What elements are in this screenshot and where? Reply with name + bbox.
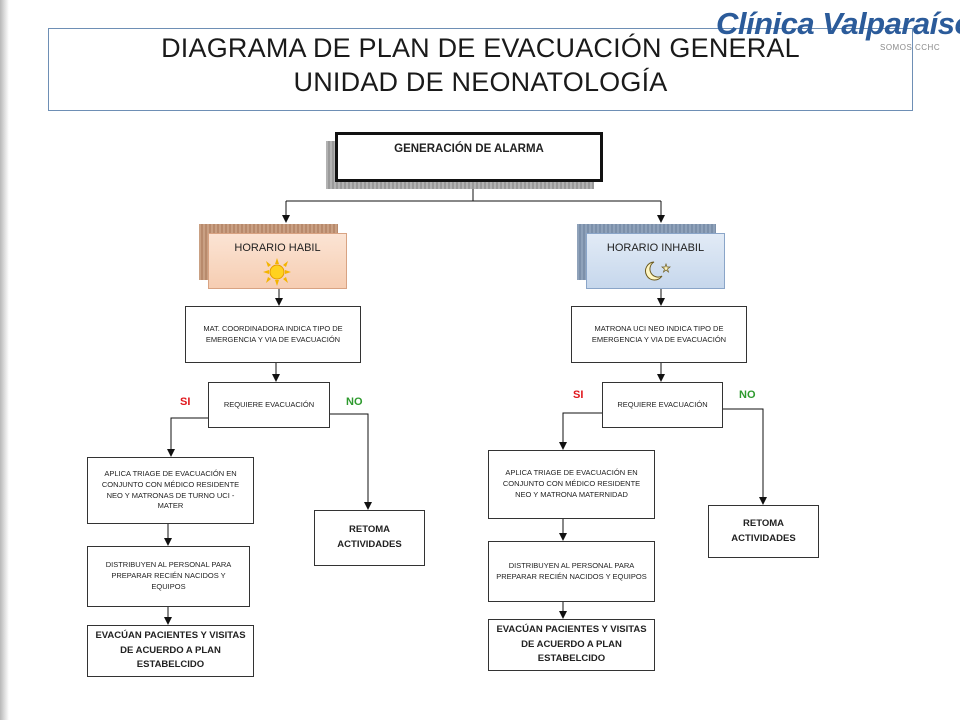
slide-edge-decoration bbox=[0, 0, 9, 720]
left-indicator-box: MAT. COORDINADORA INDICA TIPO DE EMERGEN… bbox=[185, 306, 361, 363]
left-distribute-box: DISTRIBUYEN AL PERSONAL PARA PREPARAR RE… bbox=[87, 546, 250, 607]
schedule-habil-label: HORARIO HABIL bbox=[234, 242, 321, 254]
right-no-label: NO bbox=[739, 389, 756, 401]
sun-icon bbox=[263, 258, 291, 286]
right-resume-box: RETOMA ACTIVIDADES bbox=[708, 505, 819, 558]
clinic-logo-subtext: SOMOS CCHC bbox=[880, 43, 941, 52]
right-evacuate-box: EVACÚAN PACIENTES Y VISITAS DE ACUERDO A… bbox=[488, 619, 655, 671]
arrow-yes-right bbox=[559, 412, 602, 450]
left-evacuate-box: EVACÚAN PACIENTES Y VISITAS DE ACUERDO A… bbox=[87, 625, 254, 677]
right-triage-box: APLICA TRIAGE DE EVACUACIÓN EN CONJUNTO … bbox=[488, 450, 655, 519]
left-question-box: REQUIERE EVACUACIÓN bbox=[208, 382, 330, 428]
right-yes-label: SI bbox=[573, 389, 584, 401]
page-title-line2: UNIDAD DE NEONATOLOGÍA bbox=[293, 67, 668, 97]
schedule-inhabil-label: HORARIO INHABIL bbox=[606, 242, 705, 254]
title-frame: DIAGRAMA DE PLAN DE EVACUACIÓN GENERAL U… bbox=[48, 28, 913, 111]
schedule-inhabil-box: HORARIO INHABIL bbox=[586, 233, 725, 289]
arrow-no-left bbox=[330, 413, 372, 510]
arrow-no-right bbox=[723, 408, 767, 505]
left-resume-box: RETOMA ACTIVIDADES bbox=[314, 510, 425, 566]
alarm-box: GENERACIÓN DE ALARMA bbox=[335, 132, 603, 182]
right-distribute-box: DISTRIBUYEN AL PERSONAL PARA PREPARAR RE… bbox=[488, 541, 655, 602]
page-title-line1: DIAGRAMA DE PLAN DE EVACUACIÓN GENERAL bbox=[161, 33, 800, 63]
right-indicator-box: MATRONA UCI NEO INDICA TIPO DE EMERGENCI… bbox=[571, 306, 747, 363]
moon-stars-icon bbox=[645, 261, 671, 281]
left-yes-label: SI bbox=[180, 396, 191, 408]
schedule-habil-box: HORARIO HABIL bbox=[208, 233, 347, 289]
clinic-logo: Clínica Valparaíso bbox=[716, 6, 960, 41]
left-no-label: NO bbox=[346, 396, 363, 408]
left-triage-box: APLICA TRIAGE DE EVACUACIÓN EN CONJUNTO … bbox=[87, 457, 254, 524]
arrow-yes-left bbox=[167, 417, 208, 457]
right-question-box: REQUIERE EVACUACIÓN bbox=[602, 382, 723, 428]
